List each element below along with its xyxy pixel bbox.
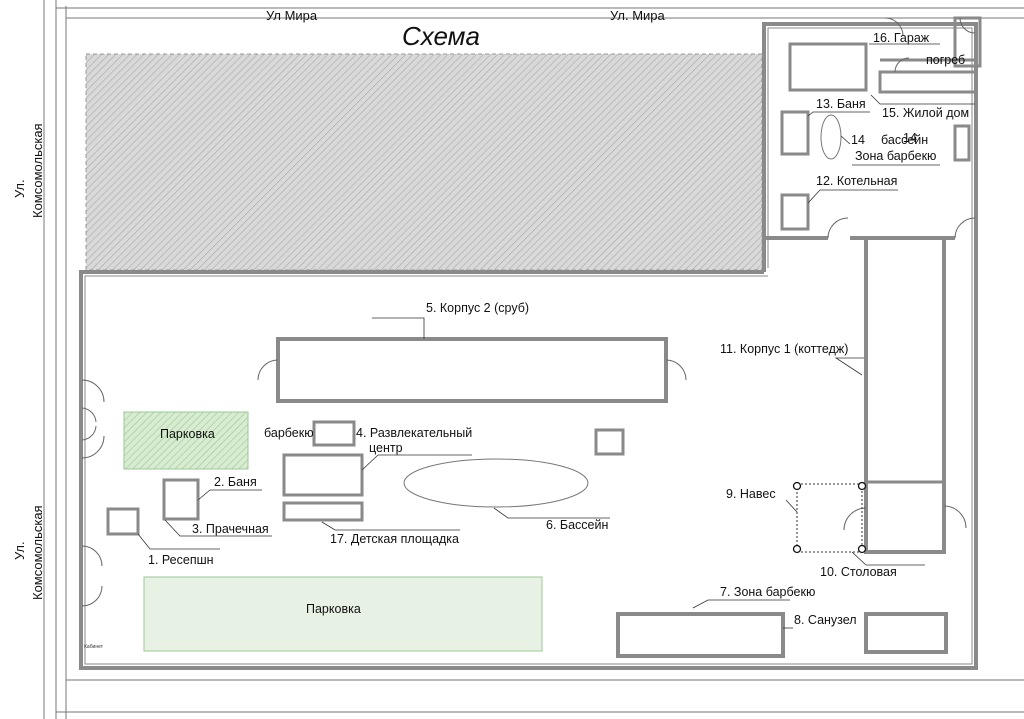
corpus-1 bbox=[864, 236, 946, 554]
pool-14-block bbox=[953, 124, 971, 162]
label-parking-small: Парковка bbox=[160, 427, 215, 441]
label-cellar: погреб bbox=[926, 53, 965, 67]
canopy-posts bbox=[792, 481, 867, 554]
label-canopy: 9. Навес bbox=[726, 487, 776, 501]
label-playground: 17. Детская площадка bbox=[330, 532, 459, 546]
label-toilet: 8. Санузел bbox=[794, 613, 857, 627]
label-pool-14a: 14 bbox=[851, 133, 865, 147]
label-entertainment-1: 4. Развлекательный bbox=[356, 426, 472, 440]
boiler-12 bbox=[780, 193, 810, 231]
label-pool-14c: 14 bbox=[903, 131, 917, 145]
label-bbq-zone-top: Зона барбекю bbox=[855, 149, 936, 163]
label-bbq-small: барбекю bbox=[264, 426, 314, 440]
courtyard-doors bbox=[827, 217, 976, 239]
label-bbq-zone-7: 7. Зона барбекю bbox=[720, 585, 815, 599]
garage-doors bbox=[884, 17, 976, 73]
label-cabinet: Кабинет bbox=[84, 644, 104, 650]
parking-large bbox=[143, 576, 543, 652]
bath-13 bbox=[780, 110, 810, 156]
label-pool-14b: бассейн bbox=[881, 133, 928, 147]
label-laundry: 3. Прачечная bbox=[192, 522, 269, 536]
label-house: 15. Жилой дом bbox=[882, 106, 969, 120]
page-title: Схема bbox=[402, 21, 480, 51]
corpus-1-doors bbox=[843, 505, 967, 531]
pool-6 bbox=[403, 458, 589, 508]
left-gates bbox=[81, 379, 105, 607]
toilet-8 bbox=[864, 612, 948, 654]
reception-1 bbox=[106, 507, 140, 536]
parking-small bbox=[123, 411, 249, 470]
street-top-left: Ул Мира bbox=[266, 8, 318, 23]
label-boiler: 12. Котельная bbox=[816, 174, 897, 188]
garage-building bbox=[788, 16, 982, 94]
hatched-area bbox=[85, 53, 763, 271]
small-building bbox=[594, 428, 625, 456]
label-garage: 16. Гараж bbox=[873, 31, 930, 45]
perimeter-wall bbox=[79, 22, 978, 670]
label-entertainment-2: центр bbox=[369, 441, 403, 455]
label-reception: 1. Ресепшн bbox=[148, 553, 214, 567]
perimeter-wall-inner bbox=[84, 27, 973, 665]
canopy-9 bbox=[796, 483, 863, 553]
label-corpus-1: 11. Корпус 1 (коттедж) bbox=[720, 342, 848, 356]
street-left-upper-2: Комсомольская bbox=[30, 123, 45, 218]
pool-14 bbox=[820, 114, 842, 160]
label-pool-6: 6. Бассейн bbox=[546, 518, 608, 532]
corpus-2-doors bbox=[257, 359, 687, 381]
label-canteen: 10. Столовая bbox=[820, 565, 897, 579]
street-left-lower-1: Ул. bbox=[12, 541, 27, 560]
label-parking-large: Парковка bbox=[306, 602, 361, 616]
bath-2 bbox=[162, 478, 200, 521]
label-corpus-2: 5. Корпус 2 (сруб) bbox=[426, 301, 529, 315]
bbq-block bbox=[312, 420, 356, 447]
bbq-zone-7 bbox=[616, 612, 785, 658]
street-left-upper-1: Ул. bbox=[12, 179, 27, 198]
label-bath-2: 2. Баня bbox=[214, 475, 257, 489]
label-bath-13: 13. Баня bbox=[816, 97, 866, 111]
corpus-2 bbox=[276, 337, 668, 403]
road-borders bbox=[43, 0, 1024, 719]
street-left-lower-2: Комсомольская bbox=[30, 505, 45, 600]
entertainment-center bbox=[282, 453, 364, 497]
playground-17 bbox=[282, 501, 364, 522]
leader-lines bbox=[137, 43, 975, 629]
street-top-right: Ул. Мира bbox=[610, 8, 666, 23]
